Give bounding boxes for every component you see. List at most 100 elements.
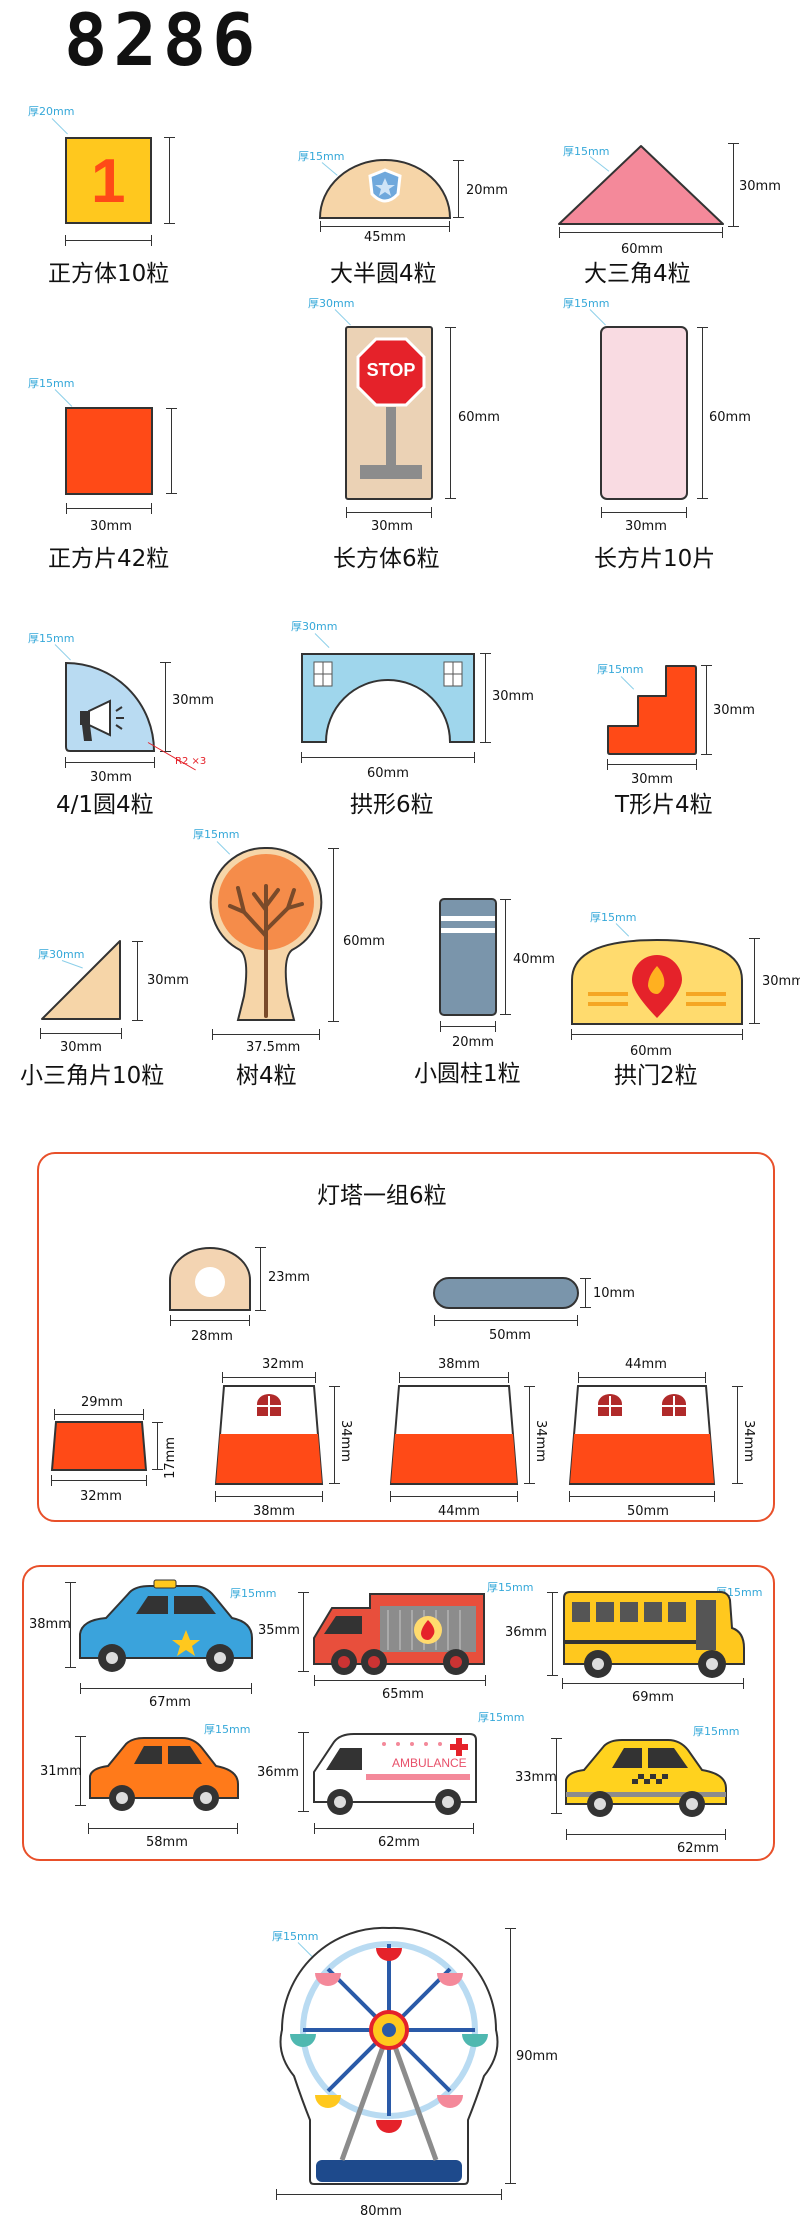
- cube-block: 1: [65, 137, 152, 224]
- dimension-line: [728, 143, 739, 227]
- dimension-line: [276, 2189, 502, 2200]
- dimension-line: [314, 1823, 474, 1834]
- lighthouse-tower-3: [568, 1385, 716, 1485]
- orange-car: [89, 1737, 239, 1811]
- t-slice-height: 30mm: [713, 703, 755, 718]
- dimension-line: [607, 759, 697, 770]
- dimension-line: [453, 160, 464, 218]
- small-triangle-block: [41, 940, 121, 1020]
- lighthouse-tower-2: [389, 1385, 519, 1485]
- cube-digit: 1: [91, 147, 126, 216]
- lighthouse-panel: [37, 1152, 775, 1522]
- megaphone-icon: [80, 699, 124, 741]
- bus-height: 36mm: [505, 1625, 547, 1640]
- dimension-line: [215, 1491, 323, 1502]
- thickness-label: 厚15mm: [693, 1725, 740, 1738]
- dimension-line: [445, 327, 456, 499]
- cuboid-width: 30mm: [371, 519, 413, 534]
- arch-label: 拱形6粒: [350, 792, 434, 818]
- arch-width: 60mm: [367, 766, 409, 781]
- lighthouse-top-arch: [169, 1247, 251, 1311]
- dimension-line: [578, 1372, 706, 1383]
- dimension-line: [559, 227, 723, 238]
- dimension-line: [329, 1386, 340, 1484]
- small-trap-top: 29mm: [81, 1395, 123, 1410]
- ambulance-text: AMBULANCE: [392, 1756, 467, 1770]
- lighthouse-bar: [433, 1277, 579, 1309]
- top-arch-width: 28mm: [191, 1329, 233, 1344]
- dimension-line: [732, 1386, 743, 1484]
- rect-slice-block: [600, 326, 688, 500]
- ferris-height: 90mm: [516, 2049, 558, 2064]
- dimension-line: [314, 1675, 486, 1686]
- thickness-label: 厚15mm: [204, 1723, 251, 1736]
- gate-block: [571, 938, 743, 1025]
- cylinder-width: 20mm: [452, 1035, 494, 1050]
- rect-slice-width: 30mm: [625, 519, 667, 534]
- top-arch-height: 23mm: [268, 1270, 310, 1285]
- police-width: 67mm: [149, 1695, 191, 1710]
- square-slice-block: [65, 407, 153, 495]
- tree-width: 37.5mm: [246, 1040, 301, 1055]
- dimension-line: [551, 1738, 562, 1814]
- bar-width: 50mm: [489, 1328, 531, 1343]
- dimension-line: [749, 938, 760, 1024]
- checker-icon: [632, 1774, 668, 1784]
- tower3-top: 44mm: [625, 1357, 667, 1372]
- ferris-wheel: [279, 1926, 499, 2185]
- cube-label: 正方体10粒: [48, 261, 170, 287]
- tower2-height: 34mm: [533, 1420, 548, 1462]
- dimension-line: [75, 1736, 86, 1806]
- dimension-line: [66, 503, 152, 514]
- ambulance-height: 36mm: [257, 1765, 299, 1780]
- ambulance-width: 62mm: [378, 1835, 420, 1850]
- t-slice-block: [607, 665, 697, 755]
- thickness-label: 厚15mm: [28, 632, 75, 645]
- tree-height: 60mm: [343, 934, 385, 949]
- tower3-height: 34mm: [741, 1420, 756, 1462]
- gate-width: 60mm: [630, 1044, 672, 1059]
- thickness-label: 厚15mm: [590, 911, 637, 924]
- tower1-bottom: 38mm: [253, 1504, 295, 1519]
- small-triangle-width: 30mm: [60, 1040, 102, 1055]
- dimension-line: [298, 1732, 309, 1812]
- small-trap-height: 17mm: [163, 1437, 178, 1479]
- dimension-line: [54, 1409, 144, 1420]
- dimension-line: [524, 1386, 535, 1484]
- dimension-line: [328, 848, 339, 1022]
- cuboid-block: STOP: [345, 326, 433, 500]
- quarter-circle-label: 4/1圆4粒: [56, 792, 154, 818]
- dimension-line: [390, 1491, 518, 1502]
- dimension-line: [40, 1028, 122, 1039]
- product-code: 8286: [64, 0, 262, 82]
- taxi-width: 62mm: [677, 1841, 719, 1856]
- dimension-line: [164, 137, 175, 224]
- dimension-line: [212, 1029, 320, 1040]
- window-icon: [313, 661, 463, 687]
- big-triangle-label: 大三角4粒: [584, 261, 691, 287]
- arch-block: [301, 653, 475, 743]
- quarter-circle-block: [65, 661, 156, 752]
- stop-sign-text: STOP: [366, 360, 416, 380]
- dimension-line: [697, 327, 708, 499]
- big-triangle-block: [558, 145, 724, 225]
- ferris-width: 80mm: [360, 2204, 402, 2219]
- dimension-line: [399, 1372, 509, 1383]
- tree-icon: [228, 884, 304, 1018]
- bar-height: 10mm: [593, 1286, 635, 1301]
- square-slice-label: 正方片42粒: [48, 546, 170, 572]
- window-icon: [598, 1394, 622, 1416]
- fire-width: 65mm: [382, 1687, 424, 1702]
- dimension-line: [701, 665, 712, 755]
- thickness-label: 厚15mm: [597, 663, 644, 676]
- taxi: [565, 1739, 727, 1817]
- big-triangle-height: 30mm: [739, 179, 781, 194]
- thickness-label: 厚15mm: [272, 1930, 319, 1943]
- dimension-line: [255, 1247, 266, 1311]
- dimension-line: [65, 1582, 76, 1668]
- thickness-label: 厚20mm: [28, 105, 75, 118]
- school-bus: [563, 1591, 745, 1678]
- thickness-label: 厚15mm: [28, 377, 75, 390]
- leader-line: [314, 633, 330, 648]
- radius-note: R2 ×3: [175, 756, 207, 767]
